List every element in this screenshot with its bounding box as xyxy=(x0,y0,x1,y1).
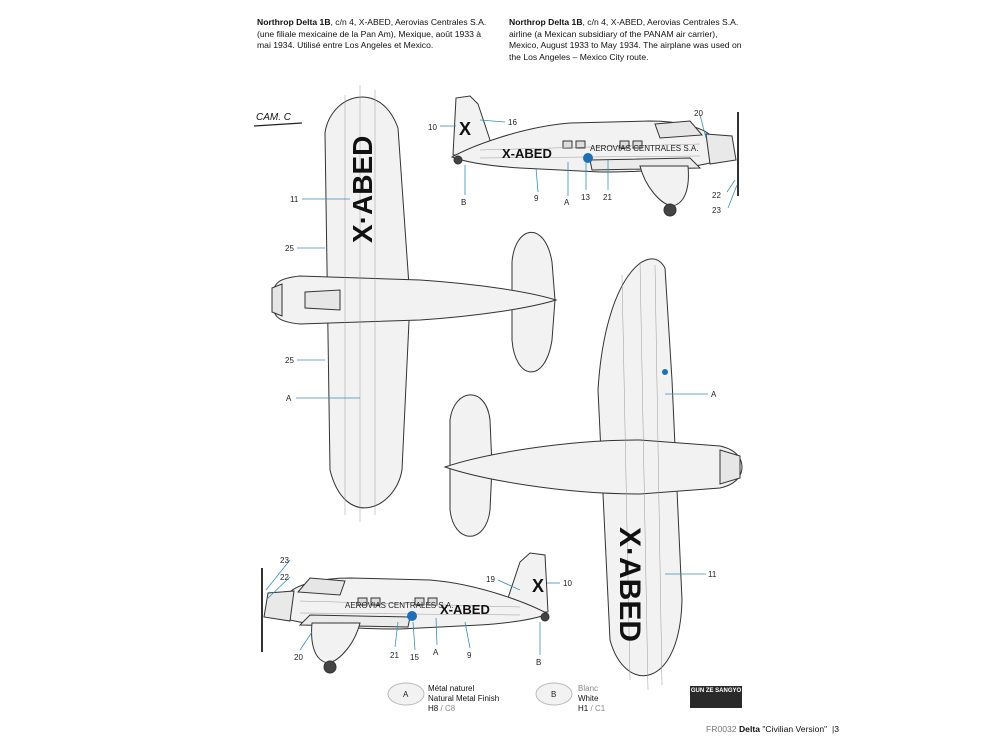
tail-letter-bottom: X xyxy=(532,576,544,596)
legend-A-code-b: C8 xyxy=(444,704,456,713)
callout-B-bottom: B xyxy=(536,658,541,667)
legend-A-en: Natural Metal Finish xyxy=(428,694,500,703)
footer-title: Delta xyxy=(738,724,760,734)
legend-B-code-a: H1 xyxy=(578,704,589,713)
callout-20-bottom: 20 xyxy=(294,653,303,662)
publisher-logo-text: GUN ZE SANGYO xyxy=(690,688,742,694)
page-footer: FR0032 Delta "Civilian Version" |3 xyxy=(706,724,840,734)
legend-A-fr: Métal naturel xyxy=(428,684,475,693)
callout-22-top: 22 xyxy=(712,191,721,200)
callout-10-top: 10 xyxy=(428,123,437,132)
callout-9-top: 9 xyxy=(534,194,539,203)
legend-A-code-a: H8 xyxy=(428,704,439,713)
callout-10-bottom: 10 xyxy=(563,579,572,588)
caption-english-body: , c/n 4, X-ABED, Aerovias Centrales S.A.… xyxy=(509,17,742,62)
roundel-icon xyxy=(662,369,668,375)
registration-wing-top: X·ABED xyxy=(347,136,378,243)
footer-code: FR0032 xyxy=(706,724,737,734)
footer-subtitle: "Civilian Version" xyxy=(762,724,828,734)
callout-A-left: A xyxy=(286,394,292,403)
callout-B-top: B xyxy=(461,198,466,207)
legend-B-code-b: C1 xyxy=(594,704,606,713)
registration-wing-underside: X·ABED xyxy=(613,527,646,642)
fuselage-text-bottom: AEROVIAS CENTRALES S.A. xyxy=(345,601,453,610)
caption-english: Northrop Delta 1B, c/n 4, X-ABED, Aerovi… xyxy=(509,17,744,63)
callout-9-bottom: 9 xyxy=(467,651,472,660)
roundel-icon xyxy=(407,611,417,621)
plan-view-underside xyxy=(443,258,743,691)
callout-25-upper: 25 xyxy=(285,244,294,253)
callout-11-left: 11 xyxy=(290,195,299,204)
fuselage-text-top: AEROVIAS CENTRALES S.A. xyxy=(590,144,698,153)
callout-A-bottom: A xyxy=(433,648,439,657)
callout-23-top: 23 xyxy=(712,206,721,215)
callout-leaders xyxy=(265,114,738,655)
callout-20-top: 20 xyxy=(694,109,703,118)
callout-25-lower: 25 xyxy=(285,356,294,365)
callout-13: 13 xyxy=(581,193,590,202)
callout-22-bottom: 22 xyxy=(280,573,289,582)
publisher-logo: GUN ZE SANGYO xyxy=(690,686,742,708)
legend-B-fr: Blanc xyxy=(578,684,599,693)
callout-A-right: A xyxy=(711,390,717,399)
callout-21-bottom: 21 xyxy=(390,651,399,660)
registration-side-bottom: X-ABED xyxy=(440,602,490,617)
legend-item-B: Blanc White H1 / C1 xyxy=(578,684,606,713)
side-view-bottom xyxy=(261,552,550,674)
caption-french-title: Northrop Delta 1B xyxy=(257,17,331,27)
callout-11-right: 11 xyxy=(708,570,717,579)
callout-19: 19 xyxy=(486,575,495,584)
legend-swatch-A-key: A xyxy=(403,690,409,699)
footer-page: 3 xyxy=(834,724,840,734)
side-view-top xyxy=(450,95,739,217)
callout-21-top: 21 xyxy=(603,193,612,202)
callout-A-top: A xyxy=(564,198,570,207)
roundel-icon xyxy=(583,153,593,163)
caption-french-body: , c/n 4, X-ABED, Aerovias Centrales S.A.… xyxy=(257,17,487,50)
caption-english-title: Northrop Delta 1B xyxy=(509,17,583,27)
camera-tag: CAM. C xyxy=(256,112,291,123)
legend-swatch-B-key: B xyxy=(551,690,556,699)
callout-15: 15 xyxy=(410,653,419,662)
registration-side-top: X-ABED xyxy=(502,146,552,161)
tail-letter-top: X xyxy=(459,119,471,139)
legend-B-en: White xyxy=(578,694,599,703)
caption-french: Northrop Delta 1B, c/n 4, X-ABED, Aerovi… xyxy=(257,17,497,52)
callout-23-bottom: 23 xyxy=(280,556,289,565)
plan-view-top xyxy=(271,85,558,522)
legend-item-A: Métal naturel Natural Metal Finish H8 / … xyxy=(428,684,500,713)
callout-16: 16 xyxy=(508,118,517,127)
legend-swatches xyxy=(387,682,573,706)
